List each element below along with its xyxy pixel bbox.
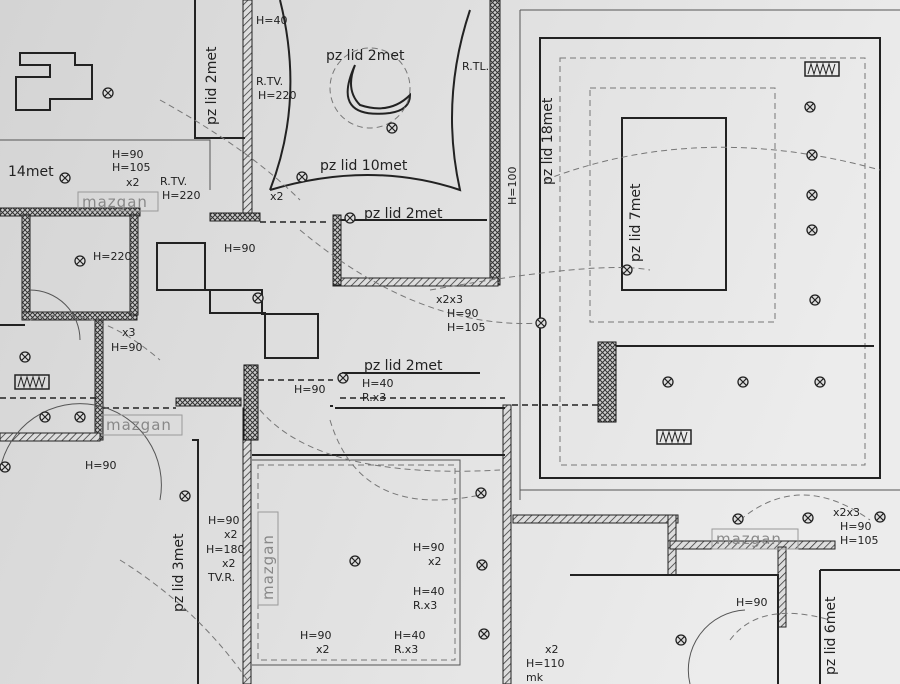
ceiling-light-icon xyxy=(806,149,818,161)
height-label: H=90 xyxy=(413,541,445,554)
ceiling-light-icon xyxy=(296,171,308,183)
ceiling-light-icon xyxy=(74,255,86,267)
ceiling-light-icon xyxy=(804,101,816,113)
height-label: H=90 xyxy=(736,596,768,609)
height-label: H=40 xyxy=(394,629,426,642)
outlet-count: x3 xyxy=(122,326,136,339)
ceiling-light-icon xyxy=(874,511,886,523)
height-label: H=90 xyxy=(208,514,240,527)
plan-labels: pz lid 2met H=40 R.TV. H=220 pz lid 2met… xyxy=(8,14,878,684)
radiator-icon xyxy=(656,429,692,445)
outlet-count: x2 xyxy=(545,643,559,656)
outlet-count: x2 xyxy=(222,557,236,570)
outlet-count: x2 xyxy=(428,555,442,568)
ceiling-light-icon xyxy=(737,376,749,388)
outlet-count: x2 xyxy=(316,643,330,656)
ceiling-light-icon xyxy=(349,555,361,567)
ceiling-note: pz lid 10met xyxy=(320,158,408,174)
ceiling-light-icon xyxy=(386,122,398,134)
mazgan-label: mazgan xyxy=(106,416,172,434)
ceiling-light-icon xyxy=(478,628,490,640)
height-label: H=100 xyxy=(506,167,519,205)
ceiling-light-icon xyxy=(179,490,191,502)
ceiling-light-icon xyxy=(344,212,356,224)
ceiling-light-icon xyxy=(809,294,821,306)
outlet-label: R.x3 xyxy=(362,391,386,404)
switch-count: x2 xyxy=(270,190,284,203)
height-label: H=40 xyxy=(256,14,288,27)
ceiling-note: pz lid 3met xyxy=(171,533,187,612)
ceiling-light-icon xyxy=(252,292,264,304)
switch-count: x2x3 xyxy=(833,506,860,519)
ceiling-light-icon xyxy=(476,559,488,571)
height-label: H=180 xyxy=(206,543,244,556)
ceiling-light-icon xyxy=(535,317,547,329)
height-label: H=40 xyxy=(413,585,445,598)
ceiling-light-icon xyxy=(39,411,51,423)
height-label: H=110 xyxy=(526,657,564,670)
radiators xyxy=(14,61,840,445)
height-label: H=105 xyxy=(112,161,150,174)
height-label: H=90 xyxy=(300,629,332,642)
radiator-icon xyxy=(804,61,840,77)
ceiling-note: pz lid 2met xyxy=(204,46,220,125)
ceiling-light-icon xyxy=(0,461,11,473)
ceiling-note: pz lid 7met xyxy=(628,183,644,262)
height-label: H=220 xyxy=(162,189,200,202)
height-label: H=90 xyxy=(294,383,326,396)
height-label: H=90 xyxy=(111,341,143,354)
shaft-grid xyxy=(597,341,617,423)
ceiling-light-icon xyxy=(102,87,114,99)
ceiling-light-icon xyxy=(621,264,633,276)
ceiling-note: pz lid 6met xyxy=(823,596,839,675)
ceiling-light-icon xyxy=(802,512,814,524)
ceiling-light-icon xyxy=(59,172,71,184)
height-label: H=90 xyxy=(85,459,117,472)
ceiling-light-icon xyxy=(662,376,674,388)
ceiling-light-icon xyxy=(19,351,31,363)
ceiling-light-icon xyxy=(806,224,818,236)
outlet-count: x2 xyxy=(224,528,238,541)
ceiling-note: pz lid 2met xyxy=(364,206,443,222)
height-label: H=220 xyxy=(93,250,131,263)
outlet-label: R.x3 xyxy=(413,599,437,612)
light-fixtures xyxy=(0,87,886,646)
height-label: H=90 xyxy=(840,520,872,533)
ceiling-light-icon xyxy=(74,411,86,423)
height-label: H=105 xyxy=(447,321,485,334)
outlet-label: R.TV. xyxy=(160,175,187,188)
ceiling-light-icon xyxy=(732,513,744,525)
mazgan-label: mazgan xyxy=(82,193,148,211)
switch-count: x2 xyxy=(126,176,140,189)
ceiling-note: pz lid 18met xyxy=(540,97,556,185)
shaft-grid xyxy=(243,364,259,441)
height-label: H=90 xyxy=(112,148,144,161)
height-label: H=90 xyxy=(447,307,479,320)
height-label: H=40 xyxy=(362,377,394,390)
height-label: H=90 xyxy=(224,242,256,255)
ceiling-light-icon xyxy=(806,189,818,201)
outlet-label: TV.R. xyxy=(207,571,235,584)
radiator-icon xyxy=(14,374,50,390)
ceiling-note: 14met xyxy=(8,164,54,180)
mazgan-label: mazgan xyxy=(716,530,782,548)
ceiling-light-icon xyxy=(475,487,487,499)
ceiling-light-icon xyxy=(814,376,826,388)
outlet-label: R.TV. xyxy=(256,75,283,88)
walls xyxy=(0,0,836,684)
switch-count: x2x3 xyxy=(436,293,463,306)
ceiling-light-icon xyxy=(337,372,349,384)
outlet-label: mk xyxy=(526,671,544,684)
ceiling-light-icon xyxy=(675,634,687,646)
mazgan-label: mazgan xyxy=(259,534,277,600)
height-label: H=105 xyxy=(840,534,878,547)
height-label: H=220 xyxy=(258,89,296,102)
ceiling-note: pz lid 2met xyxy=(364,358,443,374)
outlet-label: R.x3 xyxy=(394,643,418,656)
outlet-label: R.TL. xyxy=(462,60,489,73)
ceiling-note: pz lid 2met xyxy=(326,48,405,64)
